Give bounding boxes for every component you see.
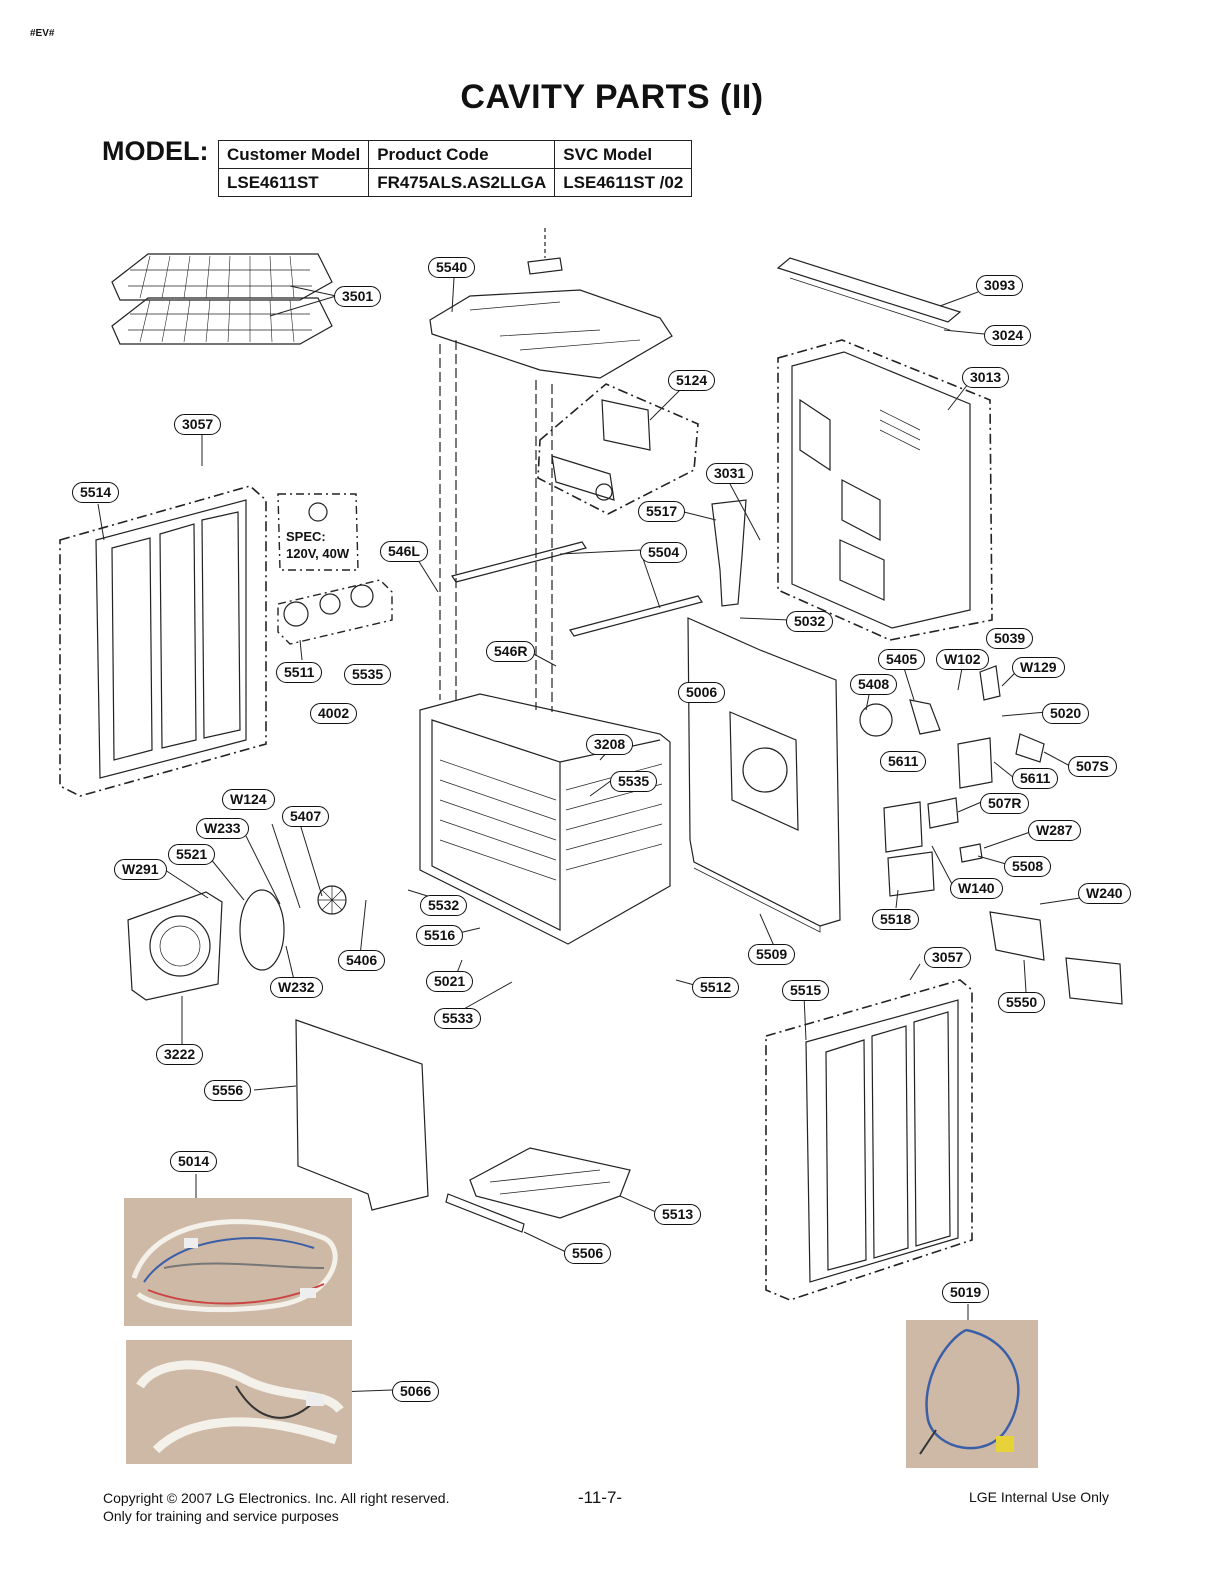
callout-5540: 5540 [428, 257, 476, 278]
callout-5408: 5408 [850, 674, 898, 695]
callout-5556: 5556 [204, 1080, 252, 1101]
callout-5406: 5406 [338, 950, 386, 971]
oven-cavity-drawing [419, 340, 671, 945]
callout-W124: W124 [222, 789, 275, 810]
callout-5516: 5516 [416, 925, 464, 946]
callout-5504: 5504 [640, 542, 688, 563]
sensor-cable-photo [906, 1320, 1038, 1468]
callout-W240: W240 [1078, 883, 1131, 904]
callout-W140: W140 [950, 878, 1003, 899]
callout-5550: 5550 [998, 992, 1046, 1013]
callout-3208: 3208 [586, 734, 634, 755]
callout-5512: 5512 [692, 977, 740, 998]
callout-5124: 5124 [668, 370, 716, 391]
callout-5518: 5518 [872, 909, 920, 930]
callout-5014: 5014 [170, 1151, 218, 1172]
oven-cable-photo [126, 1340, 352, 1464]
model-label: MODEL: [102, 136, 209, 166]
fan-cover-drawing [127, 885, 347, 1001]
oven-rack-drawing [111, 253, 333, 345]
callout-W129: W129 [1012, 657, 1065, 678]
page-title: CAVITY PARTS (II) [460, 78, 764, 116]
callout-546R: 546R [486, 641, 536, 662]
callout-4002: 4002 [310, 703, 358, 724]
left-side-panel-drawing [59, 485, 267, 797]
bracket-drawing [445, 1193, 525, 1233]
page-number: -11-7- [578, 1488, 623, 1507]
callout-5066: 5066 [392, 1381, 440, 1402]
callout-3031: 3031 [706, 463, 754, 484]
callout-5535-mid: 5535 [610, 771, 658, 792]
footer-copyright: Copyright © 2007 LG Electronics. Inc. Al… [103, 1489, 449, 1525]
callout-5405: 5405 [878, 649, 926, 670]
callout-5032: 5032 [786, 611, 834, 632]
wire-harness-photo [124, 1198, 352, 1326]
lamp-assembly-drawing [277, 493, 393, 645]
callout-3057-left: 3057 [174, 414, 222, 435]
duct-drawing [711, 499, 747, 607]
callout-5533: 5533 [434, 1008, 482, 1029]
fan-assembly-drawing [537, 383, 699, 515]
callout-W232: W232 [270, 977, 323, 998]
model-table-header: Customer Model Product Code SVC Model [217, 140, 693, 169]
callout-3024: 3024 [984, 325, 1032, 346]
callout-5506: 5506 [564, 1243, 612, 1264]
right-side-panel-drawing [765, 979, 973, 1301]
callout-5514: 5514 [72, 482, 120, 503]
product-code-value: FR475ALS.AS2LLGA [368, 168, 556, 197]
callout-W102: W102 [936, 649, 989, 670]
callout-5611-b: 5611 [1012, 768, 1059, 789]
rear-panel-drawing [777, 339, 993, 641]
customer-model-value: LSE4611ST [217, 168, 370, 197]
callout-5509: 5509 [748, 944, 796, 965]
callout-5611-a: 5611 [880, 751, 927, 772]
callout-507R: 507R [980, 793, 1030, 814]
callout-5517: 5517 [638, 501, 686, 522]
callout-546L: 546L [380, 541, 428, 562]
callout-5535-top: 5535 [344, 664, 392, 685]
callout-5020: 5020 [1042, 703, 1090, 724]
callout-5513: 5513 [654, 1204, 702, 1225]
callout-3013: 3013 [962, 367, 1010, 388]
copyright-text: Copyright © 2007 LG Electronics. Inc. Al… [103, 1490, 450, 1506]
top-plate-drawing [429, 228, 673, 379]
svc-model-value: LSE4611ST /02 [554, 168, 693, 197]
rear-wall-drawing [687, 617, 841, 933]
model-table-row: LSE4611ST FR475ALS.AS2LLGA LSE4611ST /02 [217, 168, 693, 197]
rail-drawing [451, 541, 703, 637]
bake-element-drawing [469, 1147, 631, 1219]
model-table: Customer Model Product Code SVC Model LS… [217, 140, 693, 197]
callout-5521: 5521 [168, 844, 216, 865]
callout-5006: 5006 [678, 682, 726, 703]
callout-3501: 3501 [334, 286, 382, 307]
callout-5511: 5511 [276, 662, 323, 683]
internal-use-note: LGE Internal Use Only [968, 1489, 1109, 1505]
callout-507S: 507S [1068, 756, 1117, 777]
callout-W233: W233 [196, 818, 249, 839]
callout-5515: 5515 [782, 980, 830, 1001]
callout-3093: 3093 [976, 275, 1024, 296]
callout-5508: 5508 [1004, 856, 1052, 877]
header-svc-model: SVC Model [554, 140, 693, 169]
spec-value: 120V, 40W [286, 546, 350, 561]
document-tag: #EV# [30, 28, 55, 39]
trim-bar-drawing [776, 257, 962, 331]
spec-label: SPEC: [286, 529, 326, 544]
door-gasket-drawing [295, 1019, 429, 1211]
callout-W291: W291 [114, 859, 167, 880]
callout-3222: 3222 [156, 1044, 204, 1065]
callout-5532: 5532 [420, 895, 468, 916]
callout-5021: 5021 [426, 971, 474, 992]
callout-5019: 5019 [942, 1282, 990, 1303]
lamp-spec-text: SPEC: 120V, 40W [286, 528, 349, 562]
control-parts-drawing [859, 665, 1123, 1005]
callout-5039: 5039 [986, 628, 1034, 649]
header-product-code: Product Code [368, 140, 556, 169]
callout-5407: 5407 [282, 806, 330, 827]
callout-W287: W287 [1028, 820, 1081, 841]
training-note: Only for training and service purposes [103, 1508, 339, 1524]
callout-3057-right: 3057 [924, 947, 972, 968]
header-customer-model: Customer Model [217, 140, 370, 169]
